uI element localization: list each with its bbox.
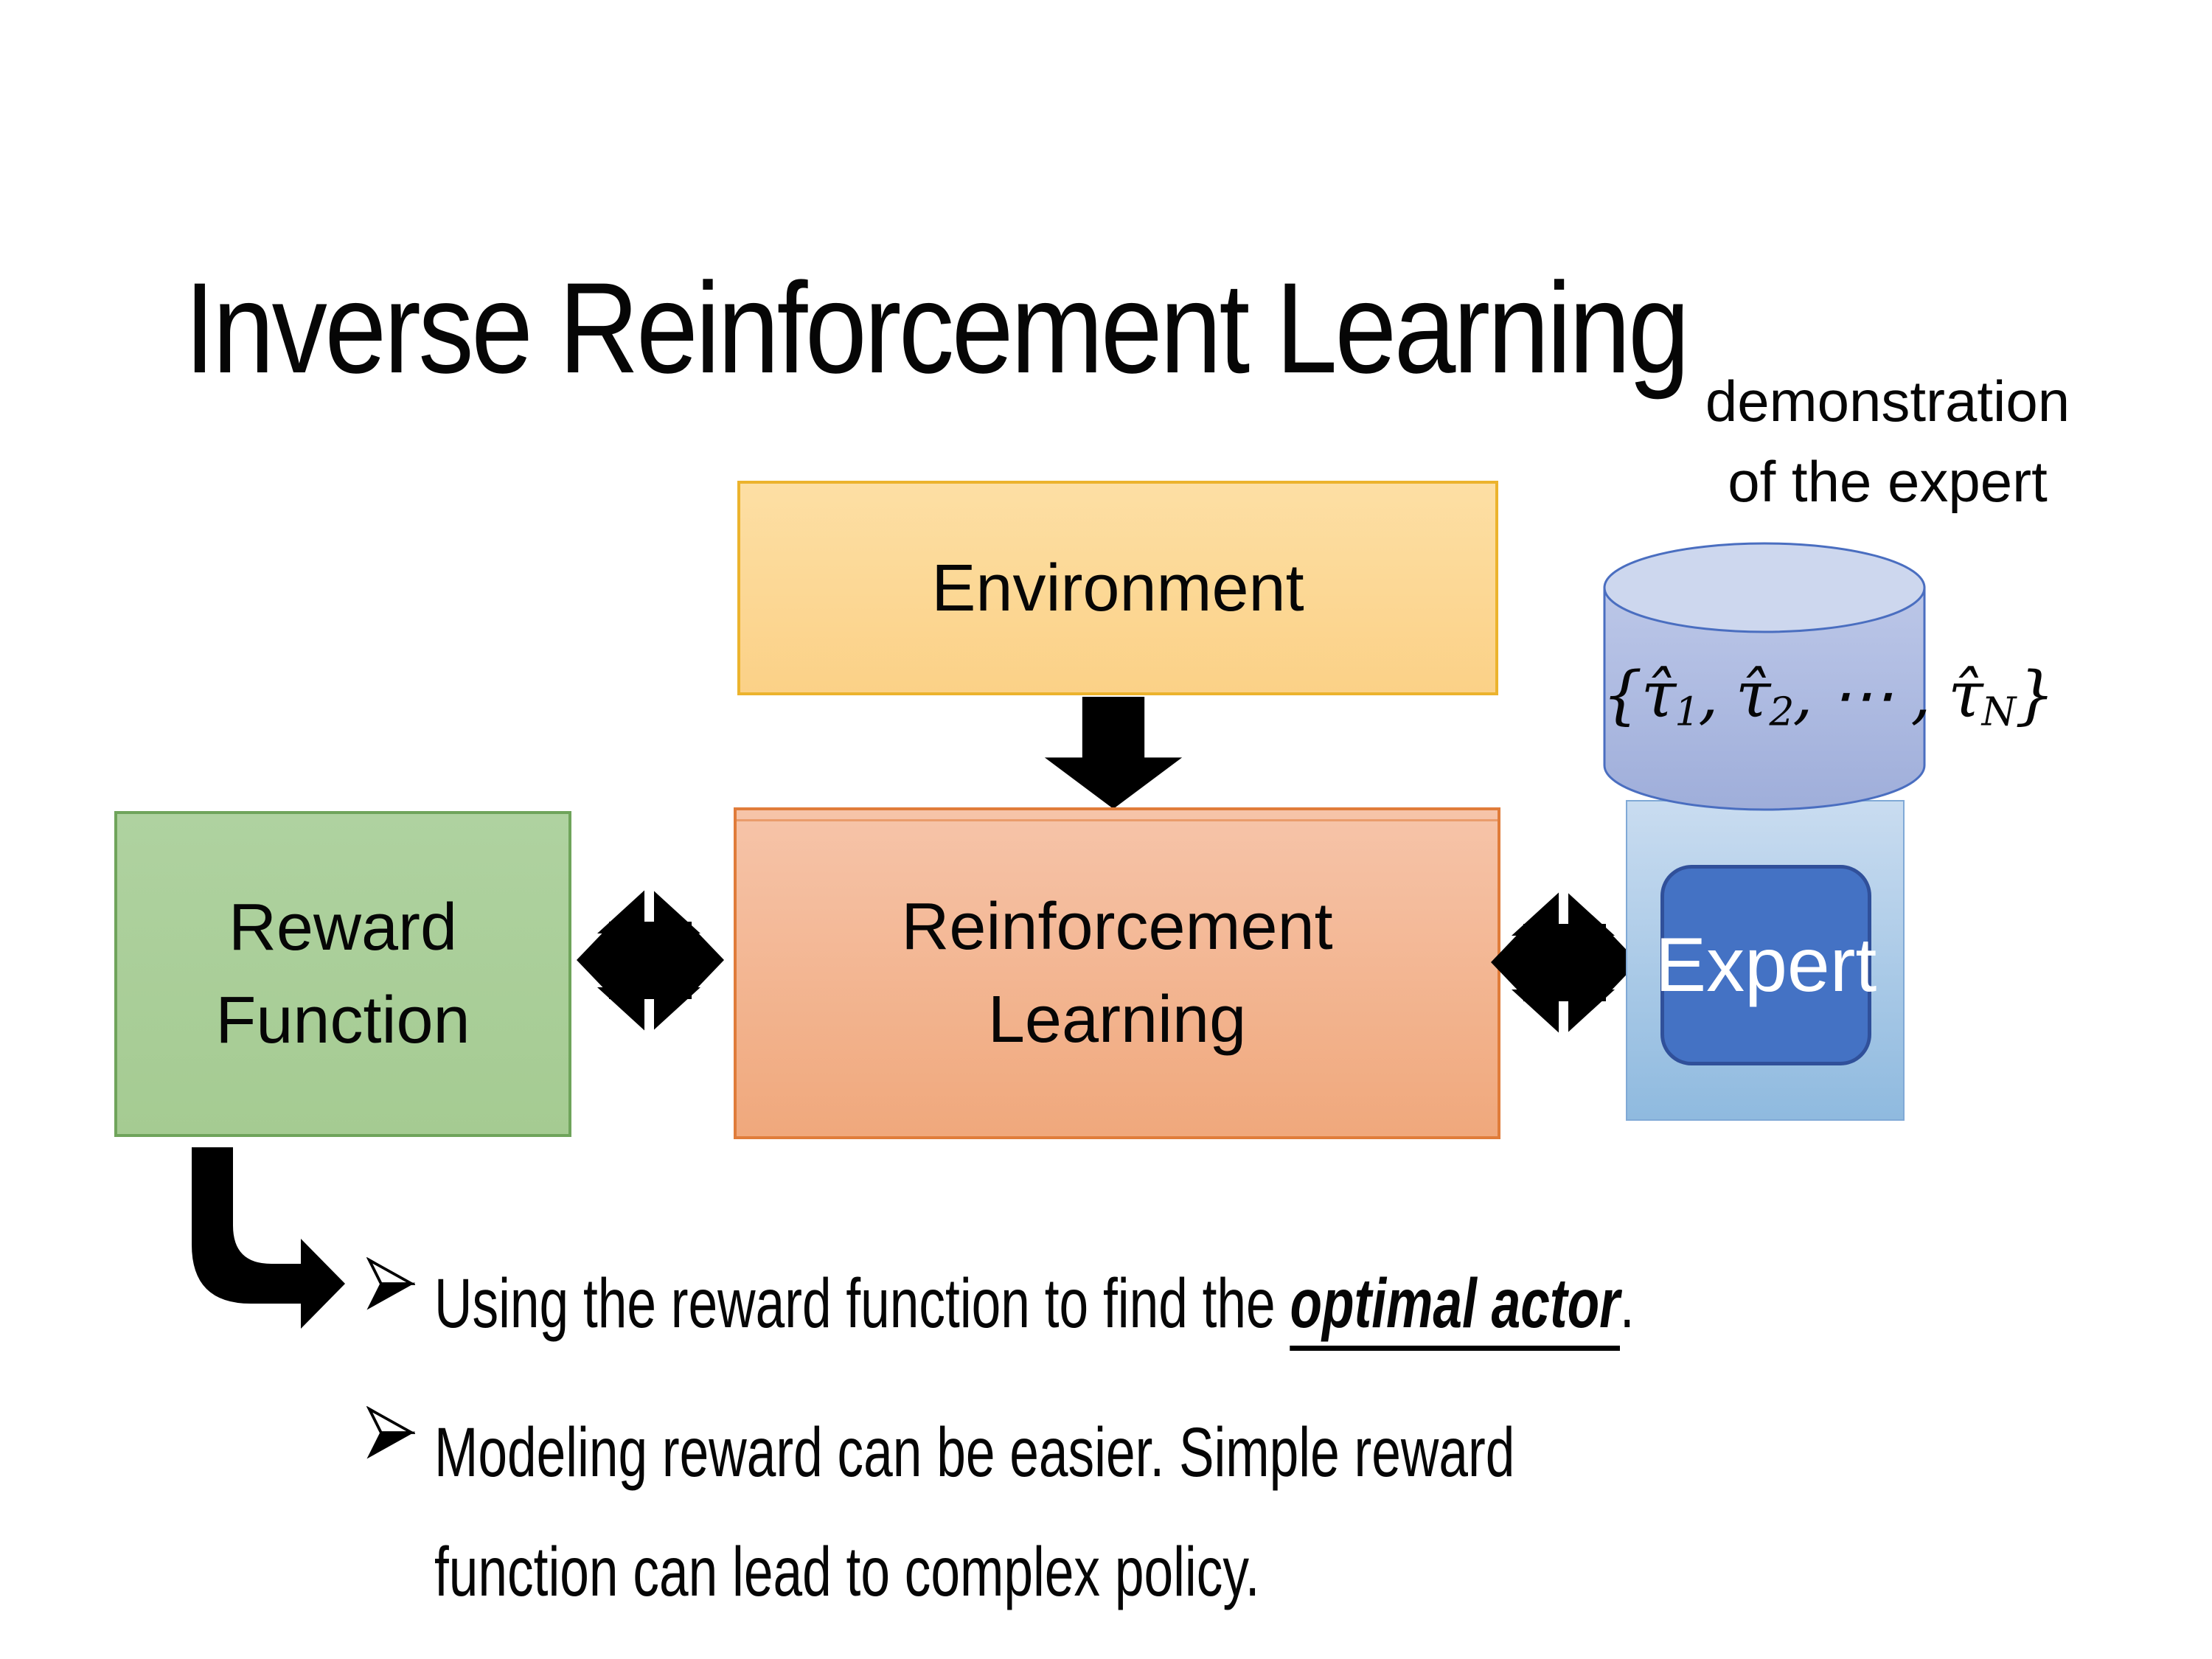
expert-box: Expert: [1655, 865, 1877, 1065]
caption-line2: of the expert: [1728, 449, 2048, 515]
rl-label-line1: Reinforcement: [901, 890, 1333, 964]
formula-dots: , ⋯ ,: [1792, 658, 1949, 732]
expert-label: Expert: [1655, 922, 1877, 1008]
demonstration-caption: demonstration of the expert: [1630, 361, 2146, 522]
bullet-1-suffix: .: [1619, 1265, 1635, 1343]
bullet-2-text: Modeling reward can be easier. Simple re…: [434, 1394, 1514, 1632]
page-title: Inverse Reinforcement Learning: [184, 257, 1690, 401]
environment-label: Environment: [931, 551, 1304, 625]
rl-label-line2: Learning: [987, 983, 1247, 1057]
formula-tau1: τ̂: [1641, 658, 1677, 732]
reward-function-box: Reward Function: [114, 811, 571, 1137]
exchange-arrow-icon-right: [1491, 887, 1638, 1038]
reward-label-line2: Function: [215, 984, 470, 1057]
bent-arrow-icon: [192, 1147, 345, 1329]
arrowhead-bullet-icon: [366, 1405, 415, 1460]
caption-line1: demonstration: [1705, 369, 2070, 434]
bullet-item-1: Using the reward function to find the op…: [366, 1245, 2034, 1364]
bullet-1-text: Using the reward function to find the op…: [434, 1245, 1635, 1364]
exchange-arrow-icon-left: [577, 885, 724, 1036]
bullet-2-line2: function can lead to complex policy.: [434, 1532, 1260, 1611]
bullet-1-prefix: Using the reward function to find the: [434, 1265, 1290, 1343]
trajectory-set-formula: {τ̂1, τ̂2, ⋯ , τ̂N}: [1602, 658, 2055, 735]
formula-sub2: 2: [1769, 689, 1794, 735]
formula-open-brace: {: [1602, 658, 1643, 732]
bullet-item-2: Modeling reward can be easier. Simple re…: [366, 1394, 1875, 1632]
formula-subN: N: [1981, 689, 2017, 735]
formula-tau3: τ̂: [1948, 658, 1983, 732]
formula-tau2: τ̂: [1735, 658, 1771, 732]
bullet-1-emphasis: optimal actor: [1290, 1265, 1620, 1351]
database-cylinder-icon: [1603, 542, 1926, 811]
formula-comma: ,: [1698, 658, 1736, 732]
bullet-2-line1: Modeling reward can be easier. Simple re…: [434, 1413, 1515, 1492]
arrowhead-bullet-icon: [366, 1256, 415, 1311]
formula-sub1: 1: [1674, 689, 1700, 735]
environment-box: Environment: [737, 481, 1498, 695]
down-arrow-icon: [1044, 697, 1183, 809]
formula-close-brace: }: [2014, 658, 2055, 732]
reinforcement-learning-box: Reinforcement Learning: [734, 807, 1500, 1139]
reward-label-line1: Reward: [228, 891, 458, 964]
